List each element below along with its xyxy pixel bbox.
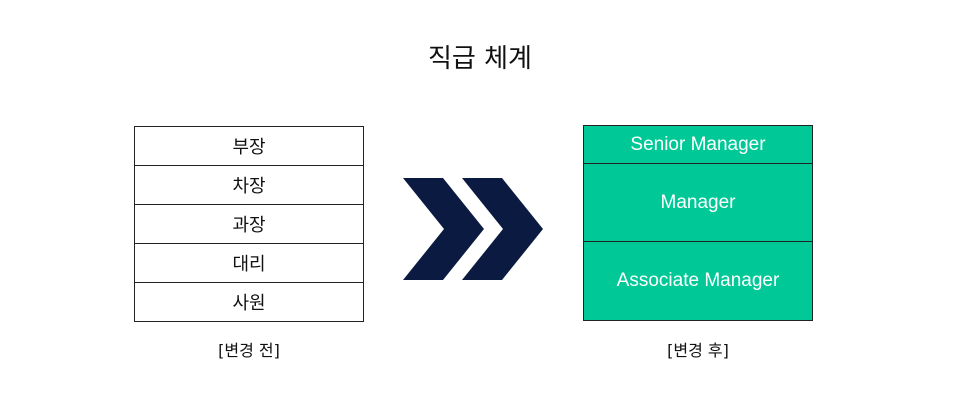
after-rank-table: Senior Manager Manager Associate Manager: [583, 125, 813, 321]
after-rank-row: Associate Manager: [616, 270, 780, 291]
before-rank-row: 대리: [135, 244, 363, 283]
before-rank-row: 사원: [232, 293, 266, 314]
before-rank-row: 과장: [135, 205, 363, 244]
double-chevron-right-icon: [403, 178, 543, 280]
before-rank-table: 부장 차장 과장 대리 사원: [134, 126, 364, 322]
after-rank-row: Senior Manager: [584, 126, 812, 164]
after-rank-row: Manager: [584, 164, 812, 242]
before-rank-row: 차장: [135, 166, 363, 205]
after-caption: [변경 후]: [667, 341, 729, 360]
chevron-right-icon: [403, 178, 484, 280]
chevron-right-icon: [462, 178, 543, 280]
before-rank-row: 부장: [135, 127, 363, 166]
before-caption: [변경 전]: [218, 341, 280, 360]
diagram-title: 직급 체계: [428, 44, 532, 74]
